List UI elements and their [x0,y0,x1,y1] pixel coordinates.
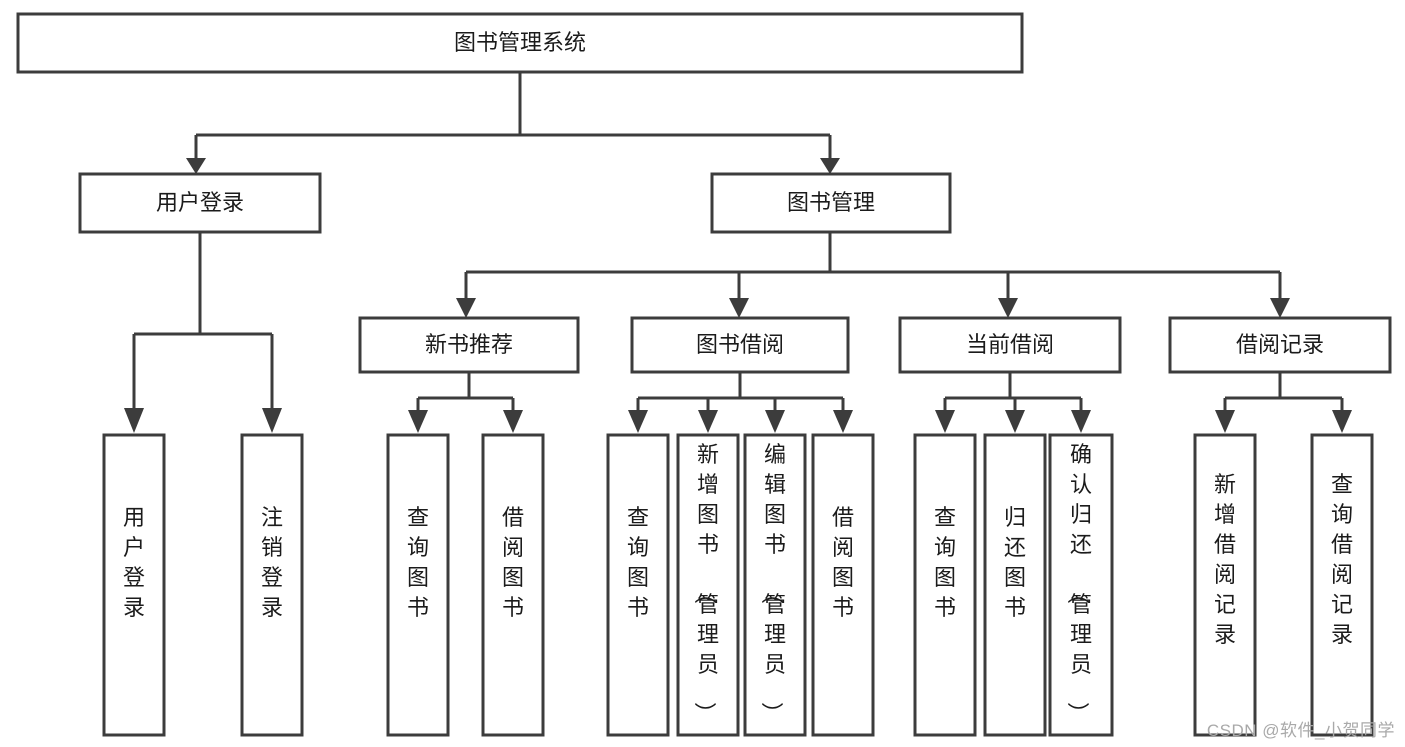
csdn-watermark: CSDN @软件_小贺同学 [1206,721,1395,740]
node-root-label: 图书管理系统 [454,30,586,55]
node-borrow-record-box[interactable] [1168,316,1392,374]
node-leaf-return-book-box[interactable] [983,433,1047,737]
node-book-borrow[interactable]: 图书借阅 [630,316,850,374]
node-leaf-logout-login-label: 注销登录 [261,505,283,620]
arrow-to-new-book-rec [456,298,476,318]
node-leaf-logout-login-box[interactable] [240,433,304,737]
arrow-to-leaf-query-book-3 [935,410,955,433]
node-leaf-query-book-1-label: 查询图书 [407,505,429,620]
node-leaf-add-book-box[interactable] [676,433,740,737]
node-leaf-confirm-return-box[interactable] [1048,433,1114,737]
node-book-manage-label: 图书管理 [787,190,875,215]
node-book-borrow-label: 图书借阅 [696,332,784,357]
node-leaf-add-book-label: 新增图书（管理员） [692,442,719,724]
node-leaf-confirm-return-label: 确认归还（管理员） [1065,442,1092,724]
node-borrow-record[interactable]: 借阅记录 [1168,316,1392,374]
arrow-to-leaf-borrow-book-2 [833,410,853,433]
node-leaf-add-book[interactable]: 新增图书（管理员） [676,433,740,737]
node-leaf-borrow-book-1-label: 借阅图书 [502,505,524,620]
node-root[interactable]: 图书管理系统 [16,12,1024,74]
node-leaf-query-book-1-box[interactable] [386,433,450,737]
node-leaf-confirm-return[interactable]: 确认归还（管理员） [1048,433,1114,737]
node-leaf-add-record-label: 新增借阅记录 [1214,472,1236,647]
node-leaf-query-record-box[interactable] [1310,433,1374,737]
arrow-to-leaf-logout-login [262,408,282,433]
arrow-root-to-user-login [186,158,206,174]
node-leaf-query-book-2-box[interactable] [606,433,670,737]
node-new-book-rec[interactable]: 新书推荐 [358,316,580,374]
arrow-to-borrow-record [1270,298,1290,318]
node-leaf-borrow-book-1-box[interactable] [481,433,545,737]
node-leaf-borrow-book-2-label: 借阅图书 [832,505,854,620]
node-leaf-logout-login[interactable]: 注销登录 [240,433,304,737]
node-book-manage-box[interactable] [710,172,952,234]
node-leaf-borrow-book-2[interactable]: 借阅图书 [811,433,875,737]
node-user-login[interactable]: 用户登录 [78,172,322,234]
node-leaf-query-book-1[interactable]: 查询图书 [386,433,450,737]
arrow-to-leaf-query-record [1332,410,1352,433]
node-current-borrow[interactable]: 当前借阅 [898,316,1122,374]
arrow-to-current-borrow [998,298,1018,318]
node-leaf-query-book-2-label: 查询图书 [627,505,649,620]
node-leaf-edit-book[interactable]: 编辑图书（管理员） [743,433,807,737]
node-leaf-user-login-label: 用户登录 [123,505,145,620]
node-new-book-rec-label: 新书推荐 [425,332,513,357]
arrow-to-leaf-edit-book [765,410,785,433]
node-current-borrow-label: 当前借阅 [966,332,1054,357]
arrow-to-leaf-add-book [698,410,718,433]
node-leaf-user-login-box[interactable] [102,433,166,737]
arrow-to-leaf-query-book-2 [628,410,648,433]
connector-layer [124,72,1352,433]
arrow-to-leaf-borrow-book-1 [503,410,523,433]
node-leaf-edit-book-label: 编辑图书（管理员） [759,442,786,724]
node-leaf-add-record[interactable]: 新增借阅记录 [1193,433,1257,737]
node-leaf-query-book-3-box[interactable] [913,433,977,737]
arrow-root-to-book-manage [820,158,840,174]
node-leaf-return-book[interactable]: 归还图书 [983,433,1047,737]
arrow-to-book-borrow [729,298,749,318]
node-leaf-add-record-box[interactable] [1193,433,1257,737]
node-current-borrow-box[interactable] [898,316,1122,374]
arrow-to-leaf-add-record [1215,410,1235,433]
node-leaf-borrow-book-1[interactable]: 借阅图书 [481,433,545,737]
arrow-to-leaf-confirm-return [1071,410,1091,433]
node-leaf-query-record[interactable]: 查询借阅记录 [1310,433,1374,737]
node-leaf-query-record-label: 查询借阅记录 [1331,472,1353,647]
node-book-manage[interactable]: 图书管理 [710,172,952,234]
node-book-borrow-box[interactable] [630,316,850,374]
node-user-login-box[interactable] [78,172,322,234]
node-leaf-borrow-book-2-box[interactable] [811,433,875,737]
node-leaf-query-book-2[interactable]: 查询图书 [606,433,670,737]
node-root-box[interactable] [16,12,1024,74]
node-leaf-edit-book-box[interactable] [743,433,807,737]
node-user-login-label: 用户登录 [156,190,244,215]
node-leaf-return-book-label: 归还图书 [1004,505,1026,620]
node-leaf-user-login[interactable]: 用户登录 [102,433,166,737]
arrow-to-leaf-user-login [124,408,144,433]
arrow-to-leaf-return-book [1005,410,1025,433]
arrow-to-leaf-query-book-1 [408,410,428,433]
node-borrow-record-label: 借阅记录 [1236,332,1324,357]
node-leaf-query-book-3-label: 查询图书 [934,505,956,620]
node-leaf-query-book-3[interactable]: 查询图书 [913,433,977,737]
node-new-book-rec-box[interactable] [358,316,580,374]
